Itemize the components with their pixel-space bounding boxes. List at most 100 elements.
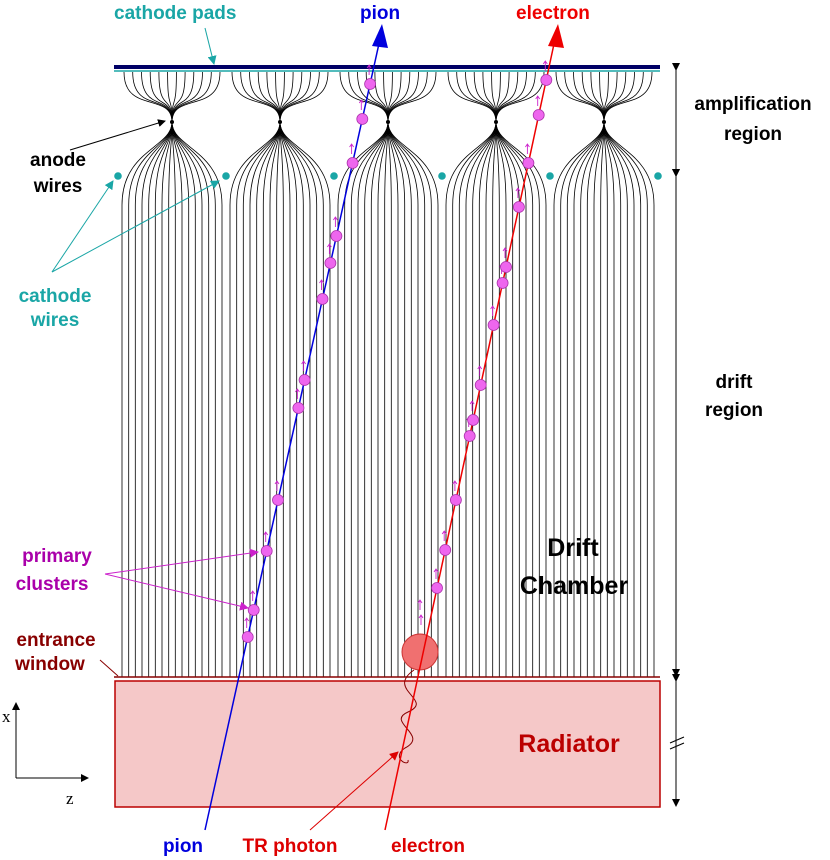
electron-drift-arrow bbox=[477, 365, 483, 376]
cluster bbox=[540, 74, 553, 86]
electron-drift-arrow bbox=[418, 614, 424, 625]
cathode-wire bbox=[654, 172, 662, 180]
electron-drift-arrow bbox=[349, 143, 354, 154]
field-line bbox=[560, 121, 605, 677]
field-line bbox=[279, 71, 294, 123]
anode-wires bbox=[170, 120, 606, 124]
radiator-block bbox=[114, 680, 661, 808]
electron-drift-arrow bbox=[535, 95, 541, 106]
field-line bbox=[242, 121, 281, 677]
electron-drift-arrow bbox=[244, 617, 250, 628]
entrance-window-label-2: window bbox=[14, 654, 85, 675]
field-line bbox=[266, 71, 281, 123]
electron-drift-arrow bbox=[319, 279, 324, 290]
cluster bbox=[346, 157, 359, 169]
field-line bbox=[387, 71, 437, 123]
electron-arrowhead bbox=[548, 24, 564, 48]
field-line bbox=[603, 121, 655, 677]
field-line bbox=[495, 121, 500, 677]
amplification-label-2: region bbox=[724, 124, 782, 145]
cluster bbox=[467, 414, 480, 426]
cathode-wires-label-2: wires bbox=[30, 310, 80, 331]
cathode-wire bbox=[546, 172, 554, 180]
field-line bbox=[236, 121, 281, 677]
field-line bbox=[492, 121, 497, 677]
field-line bbox=[240, 71, 281, 123]
field-line bbox=[262, 121, 281, 677]
field-line bbox=[482, 71, 497, 123]
dimension-markers bbox=[669, 63, 685, 807]
field-line bbox=[387, 121, 426, 677]
field-line bbox=[566, 121, 605, 677]
cluster bbox=[513, 201, 525, 213]
anode-wire bbox=[278, 120, 282, 124]
field-line bbox=[171, 121, 210, 677]
field-line bbox=[458, 121, 497, 677]
anode-label-2: wires bbox=[33, 176, 83, 197]
cluster bbox=[330, 230, 343, 242]
field-line bbox=[377, 121, 389, 677]
electron-drift-arrow bbox=[490, 305, 495, 316]
field-line bbox=[231, 71, 281, 123]
electron-drift-arrow bbox=[502, 247, 508, 258]
field-line bbox=[387, 121, 392, 677]
field-line bbox=[387, 71, 428, 123]
coordinate-axes bbox=[12, 702, 89, 782]
field-line bbox=[564, 71, 605, 123]
field-line bbox=[465, 121, 497, 677]
field-line bbox=[279, 121, 311, 677]
cathode-wires-pointer-1 bbox=[51, 180, 114, 273]
axis-z-label: z bbox=[66, 789, 74, 808]
field-line bbox=[279, 71, 320, 123]
entrance-window-pointer bbox=[99, 659, 119, 677]
field-line bbox=[350, 121, 389, 677]
cathode-wires bbox=[114, 172, 662, 180]
field-line bbox=[279, 71, 329, 123]
field-line bbox=[337, 121, 389, 677]
electron-drift-arrow bbox=[250, 590, 256, 601]
anode-wire bbox=[494, 120, 498, 124]
field-line bbox=[154, 121, 173, 677]
cluster bbox=[532, 109, 545, 121]
field-line bbox=[171, 71, 186, 123]
field-line bbox=[478, 121, 497, 677]
cluster bbox=[324, 257, 337, 269]
field-line bbox=[121, 121, 173, 677]
field-line bbox=[387, 71, 402, 123]
drift-region-label-2: region bbox=[705, 400, 763, 421]
cluster bbox=[364, 78, 377, 90]
cathode-wires-pointer-2 bbox=[51, 180, 220, 273]
cathode-pads-label: cathode pads bbox=[114, 3, 236, 24]
electron-drift-arrow bbox=[327, 243, 332, 254]
anode-wire bbox=[602, 120, 606, 124]
field-line bbox=[445, 121, 497, 677]
amplification-label-1: amplification bbox=[694, 94, 811, 115]
field-line bbox=[387, 121, 406, 677]
field-line bbox=[279, 121, 284, 677]
cluster bbox=[247, 604, 260, 616]
electron-drift-arrow bbox=[263, 531, 269, 542]
primary-clusters-label-2: clusters bbox=[16, 574, 89, 595]
field-line bbox=[495, 121, 514, 677]
electron-drift-arrow bbox=[469, 400, 475, 411]
field-line bbox=[158, 71, 173, 123]
field-line bbox=[276, 121, 281, 677]
electron-drift-arrow bbox=[358, 99, 364, 110]
cluster bbox=[356, 113, 369, 125]
field-line bbox=[447, 71, 497, 123]
field-line bbox=[387, 121, 439, 677]
field-line bbox=[553, 121, 605, 677]
field-line bbox=[279, 121, 331, 677]
pion-top-label: pion bbox=[360, 3, 400, 24]
electron-drift-arrow bbox=[542, 60, 548, 71]
radiator-label: Radiator bbox=[518, 730, 620, 758]
cluster bbox=[292, 402, 305, 414]
cluster bbox=[260, 545, 273, 557]
field-line bbox=[495, 71, 536, 123]
field-line bbox=[456, 71, 497, 123]
pion-bottom-label: pion bbox=[163, 836, 203, 857]
field-line bbox=[269, 121, 281, 677]
cathode-wire bbox=[114, 172, 122, 180]
drift-chamber-label-2: Chamber bbox=[520, 572, 629, 600]
